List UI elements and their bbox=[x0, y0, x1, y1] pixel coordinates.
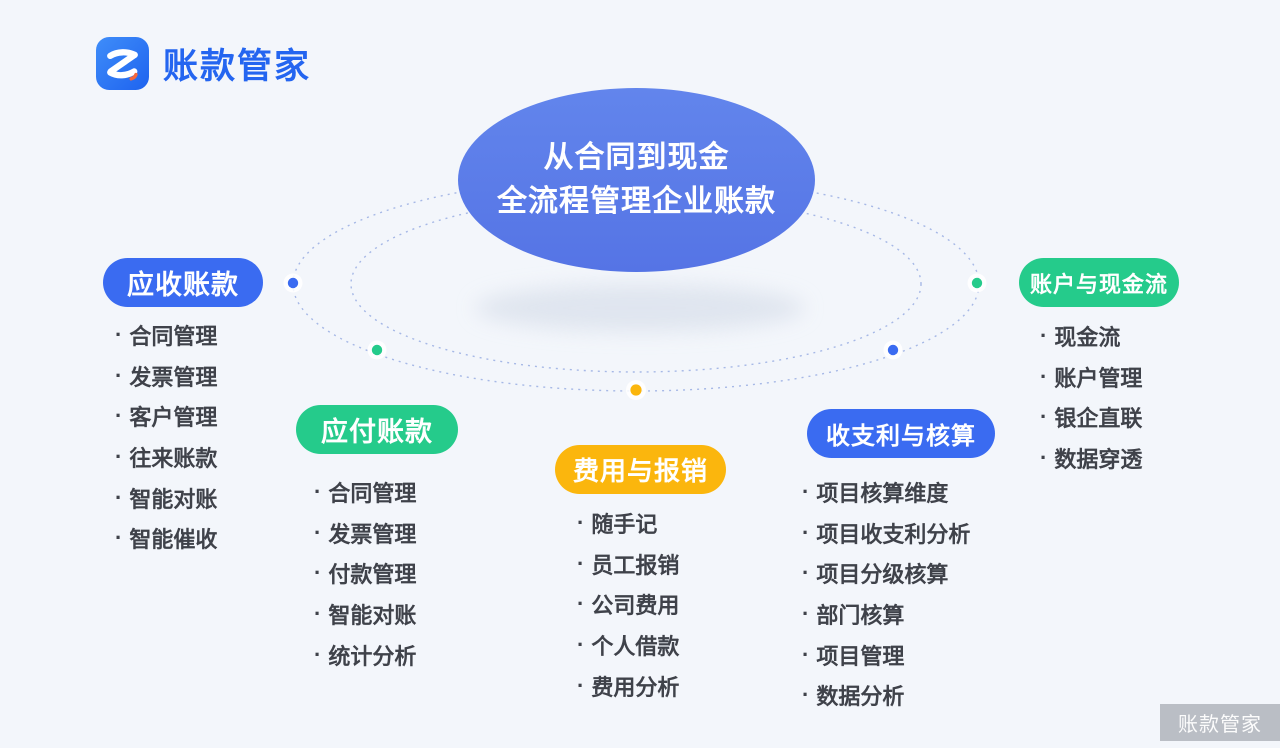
feature-item: 发票管理 bbox=[314, 513, 416, 554]
feature-item: 合同管理 bbox=[115, 315, 217, 356]
feature-item: 客户管理 bbox=[115, 396, 217, 437]
orbit-dot-blue-lower-right bbox=[887, 344, 899, 356]
feature-item: 数据穿透 bbox=[1040, 438, 1142, 479]
feature-list-payables: 合同管理 发票管理 付款管理 智能对账 统计分析 bbox=[314, 472, 416, 675]
feature-item: 银企直联 bbox=[1040, 397, 1142, 438]
category-pill-payables: 应付账款 bbox=[296, 405, 458, 454]
orbit-dot-green-lower-left bbox=[371, 344, 383, 356]
feature-item: 费用分析 bbox=[577, 665, 679, 706]
orbit-ring-inner bbox=[350, 195, 922, 373]
feature-item: 智能对账 bbox=[314, 594, 416, 635]
category-pill-accounting: 收支利与核算 bbox=[807, 409, 995, 458]
feature-item: 随手记 bbox=[577, 503, 679, 544]
feature-list-receivables: 合同管理 发票管理 客户管理 往来账款 智能对账 智能催收 bbox=[115, 315, 217, 559]
bubble-line-2: 全流程管理企业账款 bbox=[497, 185, 776, 218]
category-pill-expenses: 费用与报销 bbox=[555, 445, 726, 494]
orbit-dot-yellow-bottom bbox=[630, 384, 642, 396]
feature-item: 数据分析 bbox=[802, 675, 970, 716]
feature-item: 项目收支利分析 bbox=[802, 513, 970, 554]
feature-item: 项目分级核算 bbox=[802, 553, 970, 594]
feature-item: 公司费用 bbox=[577, 584, 679, 625]
brand-name: 账款管家 bbox=[163, 47, 312, 86]
feature-list-expenses: 随手记 员工报销 公司费用 个人借款 费用分析 bbox=[577, 503, 679, 706]
feature-list-accounting: 项目核算维度 项目收支利分析 项目分级核算 部门核算 项目管理 数据分析 bbox=[802, 472, 970, 716]
feature-item: 项目管理 bbox=[802, 634, 970, 675]
feature-item: 合同管理 bbox=[314, 472, 416, 513]
brand-logo: 账款管家 bbox=[96, 37, 311, 90]
feature-item: 智能催收 bbox=[115, 518, 217, 559]
category-pill-receivables: 应收账款 bbox=[103, 258, 263, 307]
feature-item: 智能对账 bbox=[115, 477, 217, 518]
feature-item: 付款管理 bbox=[314, 553, 416, 594]
bubble-line-1: 从合同到现金 bbox=[543, 141, 730, 174]
feature-item: 项目核算维度 bbox=[802, 472, 970, 513]
orbit-dot-blue-left bbox=[287, 277, 299, 289]
watermark: 账款管家 bbox=[1160, 704, 1280, 741]
bubble-shadow bbox=[475, 284, 805, 332]
z-logo-icon bbox=[96, 37, 149, 90]
feature-item: 部门核算 bbox=[802, 594, 970, 635]
feature-item: 统计分析 bbox=[314, 634, 416, 675]
orbit-dot-green-right bbox=[971, 277, 983, 289]
category-pill-cashflow: 账户与现金流 bbox=[1019, 258, 1179, 307]
feature-item: 个人借款 bbox=[577, 625, 679, 666]
center-bubble: 从合同到现金 全流程管理企业账款 bbox=[458, 88, 815, 272]
feature-item: 发票管理 bbox=[115, 356, 217, 397]
feature-item: 现金流 bbox=[1040, 316, 1142, 357]
feature-item: 账户管理 bbox=[1040, 357, 1142, 398]
feature-item: 员工报销 bbox=[577, 544, 679, 585]
feature-list-cashflow: 现金流 账户管理 银企直联 数据穿透 bbox=[1040, 316, 1142, 478]
feature-item: 往来账款 bbox=[115, 437, 217, 478]
